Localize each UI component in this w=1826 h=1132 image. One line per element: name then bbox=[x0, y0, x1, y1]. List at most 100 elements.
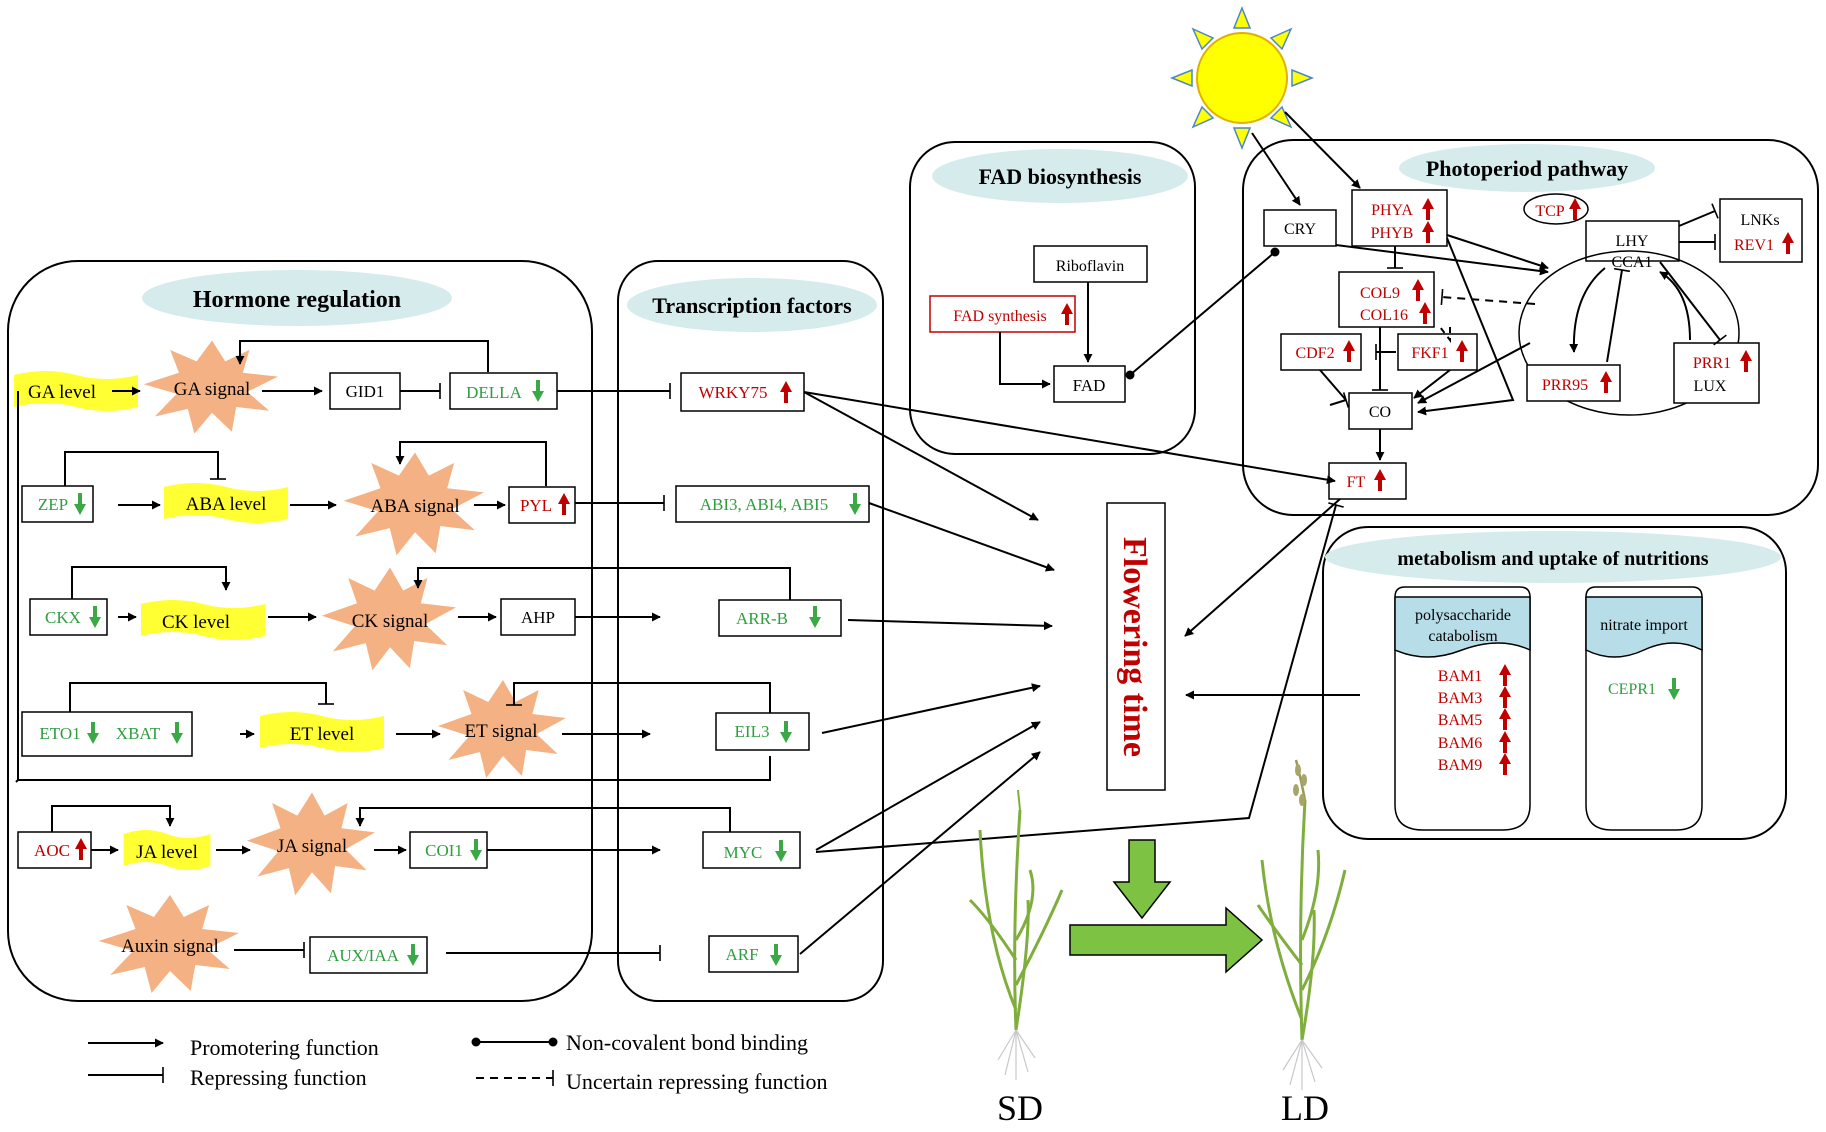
ahp-label: AHP bbox=[521, 608, 555, 627]
fad-box bbox=[1053, 365, 1126, 403]
wrky75-to-flowering-arrow bbox=[803, 391, 1039, 521]
aoc-box bbox=[17, 831, 92, 869]
eil3-to-flowering-arrow bbox=[821, 683, 1041, 734]
cepr1-label: CEPR1 bbox=[1608, 681, 1656, 698]
eto1-xbat-box bbox=[21, 711, 193, 757]
zep-label: ZEP bbox=[38, 495, 68, 514]
light-to-phy-arrow bbox=[1284, 111, 1361, 189]
abi-label: ABI3, ABI4, ABI5 bbox=[700, 495, 828, 514]
fad-synthesis-to-fad-arrow bbox=[999, 332, 1051, 389]
ahp-box bbox=[500, 598, 576, 636]
hormone-title: Hormone regulation bbox=[193, 287, 401, 313]
photo-panel bbox=[1242, 139, 1819, 516]
ja-level-label: JA level bbox=[136, 842, 198, 863]
fad-label: FAD bbox=[1073, 376, 1106, 395]
clock-to-co-arrow bbox=[1417, 342, 1531, 404]
ck-signal-label: CK signal bbox=[352, 611, 429, 632]
della-feedback-to-ga-signal bbox=[235, 340, 489, 372]
hormone-panel bbox=[7, 260, 593, 1002]
tcp-oval bbox=[1523, 193, 1589, 225]
fkf1-label: FKF1 bbox=[1411, 345, 1448, 362]
tf-panel bbox=[617, 260, 884, 1002]
ga-signal-label: GA signal bbox=[174, 379, 251, 400]
col16-label: COL16 bbox=[1360, 307, 1408, 324]
arf-label: ARF bbox=[725, 945, 758, 964]
zep-aba-repress-line bbox=[64, 451, 226, 486]
ft-box bbox=[1328, 462, 1407, 500]
pyl-label: PYL bbox=[520, 496, 552, 515]
prr95-represses-cca1 bbox=[1606, 267, 1631, 363]
metab-title-bubble bbox=[1325, 531, 1781, 583]
poly-title-line1: polysaccharide bbox=[1415, 607, 1511, 624]
fad-title: FAD biosynthesis bbox=[979, 164, 1142, 189]
tf-title-bubble bbox=[627, 278, 877, 332]
ft-to-flowering-arrow bbox=[1184, 498, 1341, 637]
fkf1-to-co-arrow bbox=[1413, 369, 1451, 399]
cry-to-lhy-arrow bbox=[1335, 244, 1549, 276]
fad-binds-cry bbox=[1125, 247, 1280, 380]
ld-label: LD bbox=[1281, 1088, 1329, 1128]
metab-panel bbox=[1322, 526, 1787, 840]
lhy-represses-lnks bbox=[1678, 203, 1719, 227]
abi-to-flowering-arrow bbox=[868, 502, 1055, 572]
eto1-label: ETO1 bbox=[39, 724, 80, 743]
ja-signal-label: JA signal bbox=[277, 836, 347, 857]
prr95-label: PRR95 bbox=[1542, 377, 1588, 394]
arrb-feedback-arrow bbox=[413, 567, 791, 600]
arf-to-flowering-arrow bbox=[799, 751, 1041, 955]
photo-title-bubble bbox=[1399, 144, 1655, 192]
cdf2-to-co-line bbox=[1319, 369, 1347, 401]
fad-synthesis-box bbox=[929, 295, 1076, 333]
ga-level-label: GA level bbox=[28, 382, 96, 403]
cca1-label: CCA1 bbox=[1612, 254, 1653, 271]
wrky75-label: WRKY75 bbox=[699, 383, 768, 402]
prr1-label: PRR1 bbox=[1693, 355, 1731, 372]
riboflavin-label: Riboflavin bbox=[1056, 258, 1124, 275]
eil3-box bbox=[715, 712, 810, 751]
prr1-to-cca1-arrow bbox=[1659, 271, 1691, 341]
et-level-label: ET level bbox=[290, 724, 355, 745]
nitrate-title: nitrate import bbox=[1600, 617, 1688, 634]
lnks-label: LNKs bbox=[1740, 212, 1779, 229]
ga-to-eil3-long-line bbox=[18, 756, 771, 781]
phy-to-lhy-arrow bbox=[1446, 234, 1549, 270]
cdf2-label: CDF2 bbox=[1295, 345, 1334, 362]
myc-to-flowering-arrow bbox=[815, 721, 1041, 851]
uncertain-link-col-fkf1 bbox=[1439, 326, 1451, 343]
ld-rice-plant-icon bbox=[1256, 759, 1347, 1090]
metab-title: metabolism and uptake of nutritions bbox=[1397, 548, 1708, 570]
arf-box bbox=[708, 935, 799, 973]
eil3-feedback-repress bbox=[506, 682, 771, 713]
tcp-label: TCP bbox=[1535, 203, 1564, 220]
auxin-signal-label: Auxin signal bbox=[121, 936, 219, 957]
et-signal-label: ET signal bbox=[464, 721, 537, 742]
lhy-uncertain-represses-col bbox=[1440, 288, 1536, 306]
ft-label: FT bbox=[1347, 474, 1366, 491]
eil3-label: EIL3 bbox=[735, 722, 770, 741]
xbat-label: XBAT bbox=[116, 724, 161, 743]
gid1-box bbox=[329, 372, 401, 410]
legend-repress-label: Repressing function bbox=[190, 1065, 367, 1090]
legend-uncertain-label: Uncertain repressing function bbox=[566, 1069, 827, 1094]
ckx-to-ck-level-line bbox=[71, 566, 231, 599]
ck-level-label: CK level bbox=[162, 612, 230, 633]
co-label: CO bbox=[1369, 404, 1391, 421]
aux-iaa-label: AUX/IAA bbox=[327, 946, 399, 965]
legend-binding-label: Non-covalent bond binding bbox=[566, 1030, 808, 1055]
light-to-cry-arrow bbox=[1251, 132, 1301, 206]
bam-item: BAM1 bbox=[1438, 668, 1482, 685]
wrky75-to-ft-arrow bbox=[803, 391, 1336, 485]
aba-signal-label: ABA signal bbox=[370, 496, 459, 517]
bam-item: BAM5 bbox=[1438, 712, 1482, 729]
poly-title-line2: catabolism bbox=[1428, 628, 1498, 645]
cca1-represses-prr1 bbox=[1659, 261, 1727, 346]
arrb-box bbox=[718, 599, 842, 637]
phy-to-co-arrow bbox=[1417, 237, 1515, 416]
myc-box bbox=[702, 831, 801, 869]
phyb-label: PHYB bbox=[1371, 225, 1414, 242]
aoc-label: AOC bbox=[34, 841, 70, 860]
arrb-to-flowering-arrow bbox=[847, 619, 1053, 631]
arrb-label: ARR-B bbox=[736, 609, 788, 628]
lux-label: LUX bbox=[1694, 378, 1727, 395]
